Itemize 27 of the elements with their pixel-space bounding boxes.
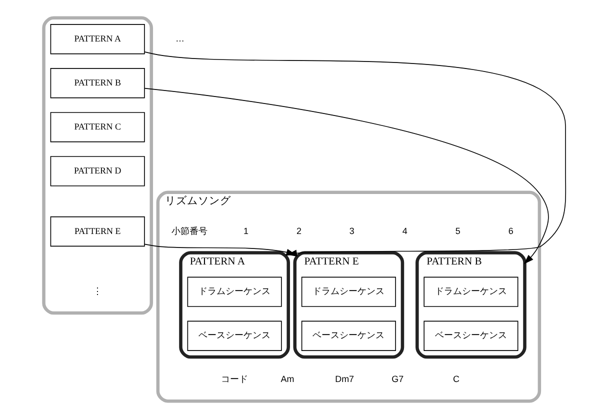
node-box: PATTERN D xyxy=(50,156,145,186)
node-box: PATTERN B xyxy=(50,68,145,98)
label: 小節番号 xyxy=(172,226,208,236)
label: コード xyxy=(221,374,248,384)
node-box: PATTERN C xyxy=(50,112,145,142)
arrow xyxy=(144,88,549,264)
label: 4 xyxy=(402,226,408,236)
label: 6 xyxy=(508,226,514,236)
node-box: ベースシーケンス xyxy=(187,320,282,351)
label: G7 xyxy=(392,374,404,384)
node-box: ドラムシーケンス xyxy=(424,276,518,307)
label: 5 xyxy=(455,226,460,236)
node-box: ベースシーケンス xyxy=(301,320,396,351)
label: 1 xyxy=(243,226,248,236)
label: 2 xyxy=(296,226,302,236)
label: Dm7 xyxy=(335,374,354,384)
label: C xyxy=(453,374,460,384)
label: Am xyxy=(280,374,294,384)
node-box: ドラムシーケンス xyxy=(187,276,282,307)
cluster xyxy=(42,16,154,315)
node-box: PATTERN E xyxy=(50,216,145,247)
node-box: ドラムシーケンス xyxy=(301,276,396,307)
node-box: ベースシーケンス xyxy=(424,320,518,351)
label: 3 xyxy=(349,226,354,236)
label: … xyxy=(175,33,184,44)
node-box: PATTERN A xyxy=(50,24,145,54)
label: ⋮ xyxy=(93,286,102,296)
